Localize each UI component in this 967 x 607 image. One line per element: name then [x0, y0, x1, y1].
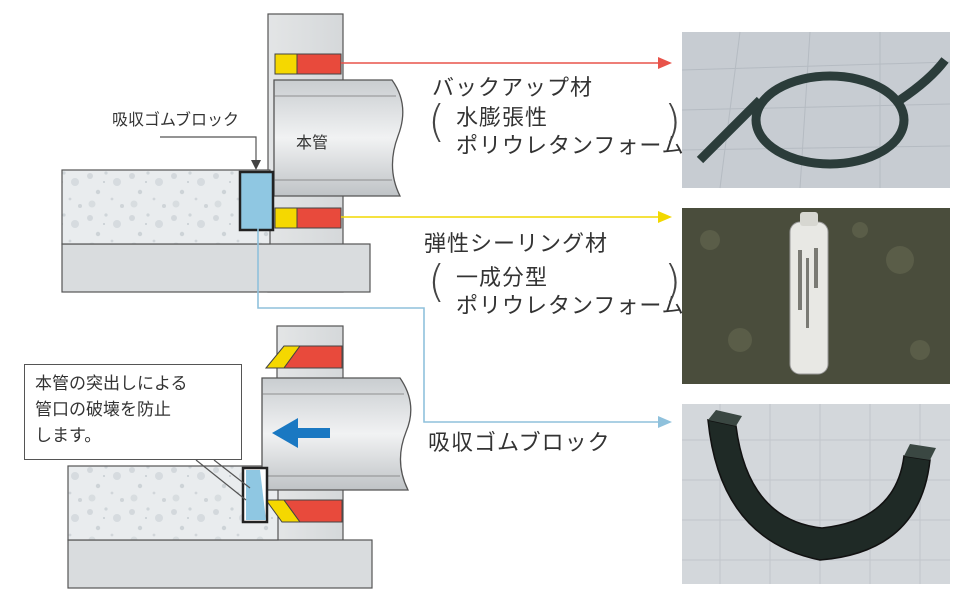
- backup-material-line1: 水膨張性: [456, 106, 549, 131]
- sealant-arrow-head: [658, 211, 672, 223]
- backup-arrow-head: [658, 57, 672, 69]
- note-line-3: します。: [35, 426, 102, 446]
- absorber-block-title: 吸収ゴムブロック: [428, 431, 611, 456]
- top-sealant-lower: [274, 207, 298, 229]
- top-backup-lower: [296, 207, 342, 229]
- bottom-main-pipe: [261, 377, 412, 491]
- sealant-close-paren: ): [664, 256, 682, 307]
- backup-material-photo: [681, 31, 951, 189]
- top-base-slab: [61, 243, 371, 293]
- bottom-base-slab: [67, 539, 373, 589]
- sealant-material-photo: [682, 208, 950, 384]
- bottom-backup-lower: [283, 499, 343, 523]
- note-line-1: 本管の突出しによる: [35, 374, 188, 394]
- leader-arrows: [257, 57, 672, 428]
- bottom-diagram: [67, 325, 412, 589]
- sealant-material-line2: ポリウレタンフォーム: [456, 294, 685, 319]
- top-main-pipe: [273, 79, 404, 197]
- main-pipe-label: 本管: [296, 133, 329, 152]
- absorber-block-photo: [682, 404, 950, 584]
- bottom-absorber-block: [246, 470, 266, 520]
- top-sealant-upper: [274, 53, 298, 75]
- protection-note-callout: 本管の突出しによる 管口の破壊を防止 します。: [24, 364, 242, 460]
- sealant-material-title: 弾性シーリング材: [424, 232, 609, 257]
- top-diagram: [61, 13, 404, 293]
- bottom-backup-upper: [283, 345, 343, 369]
- top-backup-upper: [296, 53, 342, 75]
- backup-material-title: バックアップ材: [432, 76, 594, 101]
- absorber-arrow-head: [658, 416, 672, 428]
- top-absorber-block: [238, 170, 275, 232]
- sealant-material-line1: 一成分型: [456, 266, 549, 291]
- top-concrete: [61, 169, 271, 245]
- sealant-open-paren: (: [428, 256, 446, 307]
- backup-open-paren: (: [428, 96, 446, 147]
- down-arrow-icon: [251, 160, 261, 170]
- absorber-callout-label: 吸収ゴムブロック: [112, 110, 240, 129]
- note-line-2: 管口の破壊を防止: [35, 400, 171, 420]
- backup-material-line2: ポリウレタンフォーム: [456, 134, 685, 159]
- backup-close-paren: ): [664, 96, 682, 147]
- left-arrow-icon: [272, 418, 330, 448]
